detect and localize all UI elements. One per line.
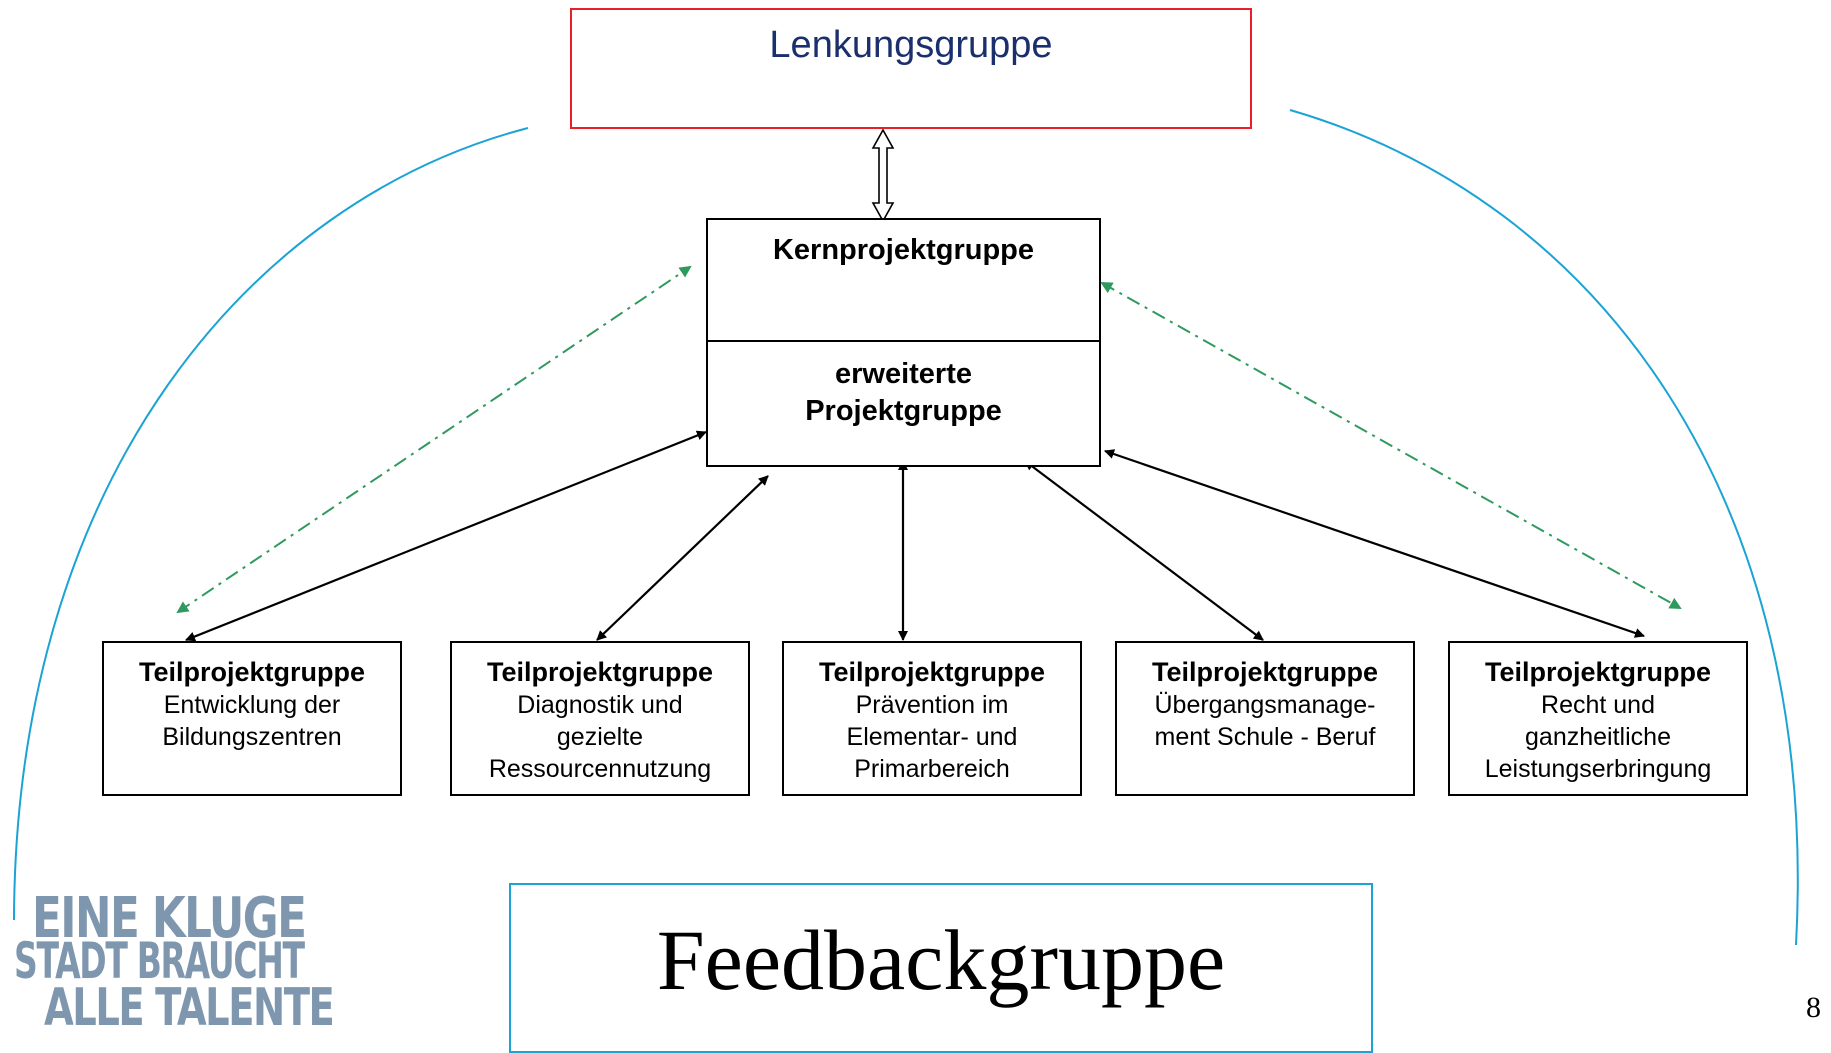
steering-group-box: Lenkungsgruppe <box>570 8 1252 129</box>
arrow-to-sub-5 <box>1104 449 1645 638</box>
subproject-box-3: Teilprojektgruppe Prävention im Elementa… <box>782 641 1082 796</box>
subproject-heading: Teilprojektgruppe <box>1484 657 1712 687</box>
arrow-to-sub-2 <box>596 475 769 641</box>
logo-line-2: STADT BRAUCHT <box>14 932 305 990</box>
page-number: 8 <box>1806 991 1821 1024</box>
subproject-description: Recht und ganzheitliche Leistungserbring… <box>1484 691 1712 783</box>
extended-group-title: erweiterte Projektgruppe <box>805 358 1002 427</box>
feedback-arc-right <box>1289 109 1799 946</box>
subproject-box-5: Teilprojektgruppe Recht und ganzheitlich… <box>1448 641 1748 796</box>
core-group-title: Kernprojektgruppe <box>772 234 1035 266</box>
arrow-to-sub-4 <box>1024 460 1264 641</box>
core-group-box: Kernprojektgruppe erweiterte Projektgrup… <box>706 218 1101 467</box>
subproject-box-4: Teilprojektgruppe Übergangsmanage- ment … <box>1115 641 1415 796</box>
logo-line-3: ALLE TALENTE <box>44 978 335 1038</box>
arrow-to-sub-1 <box>185 430 707 642</box>
subproject-box-2: Teilprojektgruppe Diagnostik und gezielt… <box>450 641 750 796</box>
subproject-description: Entwicklung der Bildungszentren <box>162 691 342 751</box>
subproject-description: Prävention im Elementar- und Primarberei… <box>846 691 1018 783</box>
feedback-group-box: Feedbackgruppe <box>509 883 1373 1053</box>
dashed-arrow-right <box>1100 282 1682 609</box>
subproject-heading: Teilprojektgruppe <box>486 657 714 687</box>
logo-line-1: EINE KLUGE <box>32 886 307 951</box>
subproject-description: Übergangsmanage- ment Schule - Beruf <box>1154 691 1376 751</box>
subproject-box-1: Teilprojektgruppe Entwicklung der Bildun… <box>102 641 402 796</box>
subproject-heading: Teilprojektgruppe <box>1151 657 1379 687</box>
city-logo: EINE KLUGE STADT BRAUCHT ALLE TALENTE <box>14 886 344 1038</box>
steering-group-label: Lenkungsgruppe <box>769 24 1053 66</box>
subproject-heading: Teilprojektgruppe <box>138 657 366 687</box>
steering-core-arrow <box>871 128 895 223</box>
feedback-group-label: Feedbackgruppe <box>656 912 1226 1008</box>
dashed-arrow-left <box>176 265 692 614</box>
subproject-description: Diagnostik und gezielte Ressourcennutzun… <box>488 691 712 783</box>
core-group-divider <box>708 340 1099 342</box>
feedback-arc-left <box>13 127 529 921</box>
subproject-heading: Teilprojektgruppe <box>818 657 1046 687</box>
